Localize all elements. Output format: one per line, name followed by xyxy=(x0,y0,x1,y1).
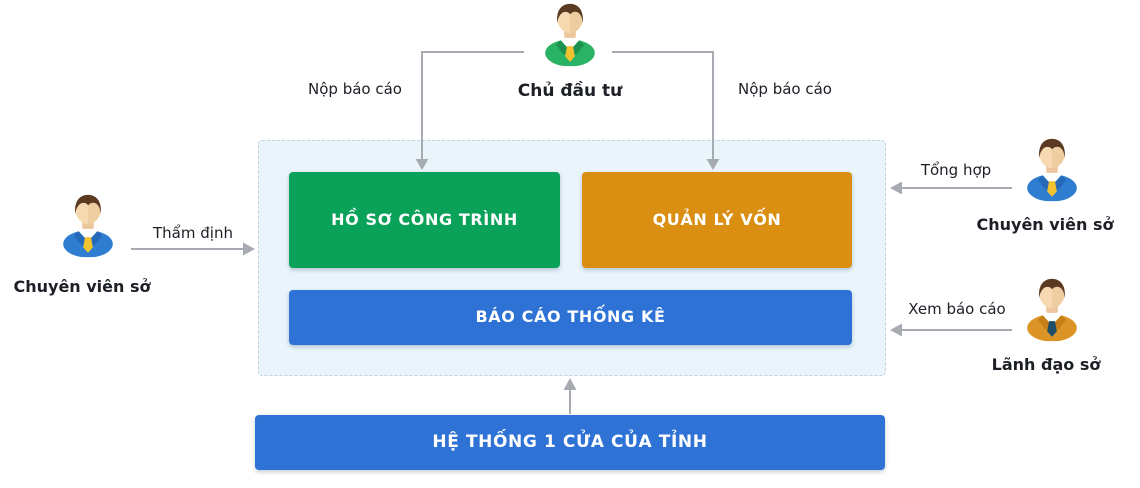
avatar-chuyen-vien-so-left-icon xyxy=(53,192,123,258)
arrowhead-down-right-icon xyxy=(706,159,720,170)
arrowhead-up-icon xyxy=(563,378,577,390)
avatar-lanh-dao-so-icon xyxy=(1017,276,1087,342)
label-chuyen-vien-so-left: Chuyên viên sở xyxy=(13,277,151,296)
connector-nop-bao-cao-right xyxy=(612,51,714,160)
module-ho-so-cong-trinh: HỒ SƠ CÔNG TRÌNH xyxy=(289,172,560,268)
module-bao-cao-thong-ke: BÁO CÁO THỐNG KÊ xyxy=(289,290,852,345)
label-tham-dinh: Thẩm định xyxy=(153,224,233,242)
connector-nop-bao-cao-left xyxy=(421,51,524,160)
label-xem-bao-cao: Xem báo cáo xyxy=(908,300,1006,318)
arrowhead-left-top-icon xyxy=(890,181,902,195)
avatar-chu-dau-tu-icon xyxy=(535,1,605,67)
external-system-bar: HỆ THỐNG 1 CỬA CỦA TỈNH xyxy=(255,415,885,470)
label-lanh-dao-so: Lãnh đạo sở xyxy=(991,355,1101,374)
label-nop-bao-cao-left: Nộp báo cáo xyxy=(308,80,402,98)
arrowhead-down-left-icon xyxy=(415,159,429,170)
label-chu-dau-tu: Chủ đầu tư xyxy=(517,81,623,101)
label-tong-hop: Tổng hợp xyxy=(920,161,992,179)
arrowhead-left-bottom-icon xyxy=(890,323,902,337)
label-chuyen-vien-so-right: Chuyên viên sở xyxy=(976,215,1114,234)
arrowhead-right-icon xyxy=(243,242,255,256)
label-nop-bao-cao-right: Nộp báo cáo xyxy=(738,80,832,98)
module-quan-ly-von: QUẢN LÝ VỐN xyxy=(582,172,852,268)
avatar-chuyen-vien-so-right-icon xyxy=(1017,136,1087,202)
